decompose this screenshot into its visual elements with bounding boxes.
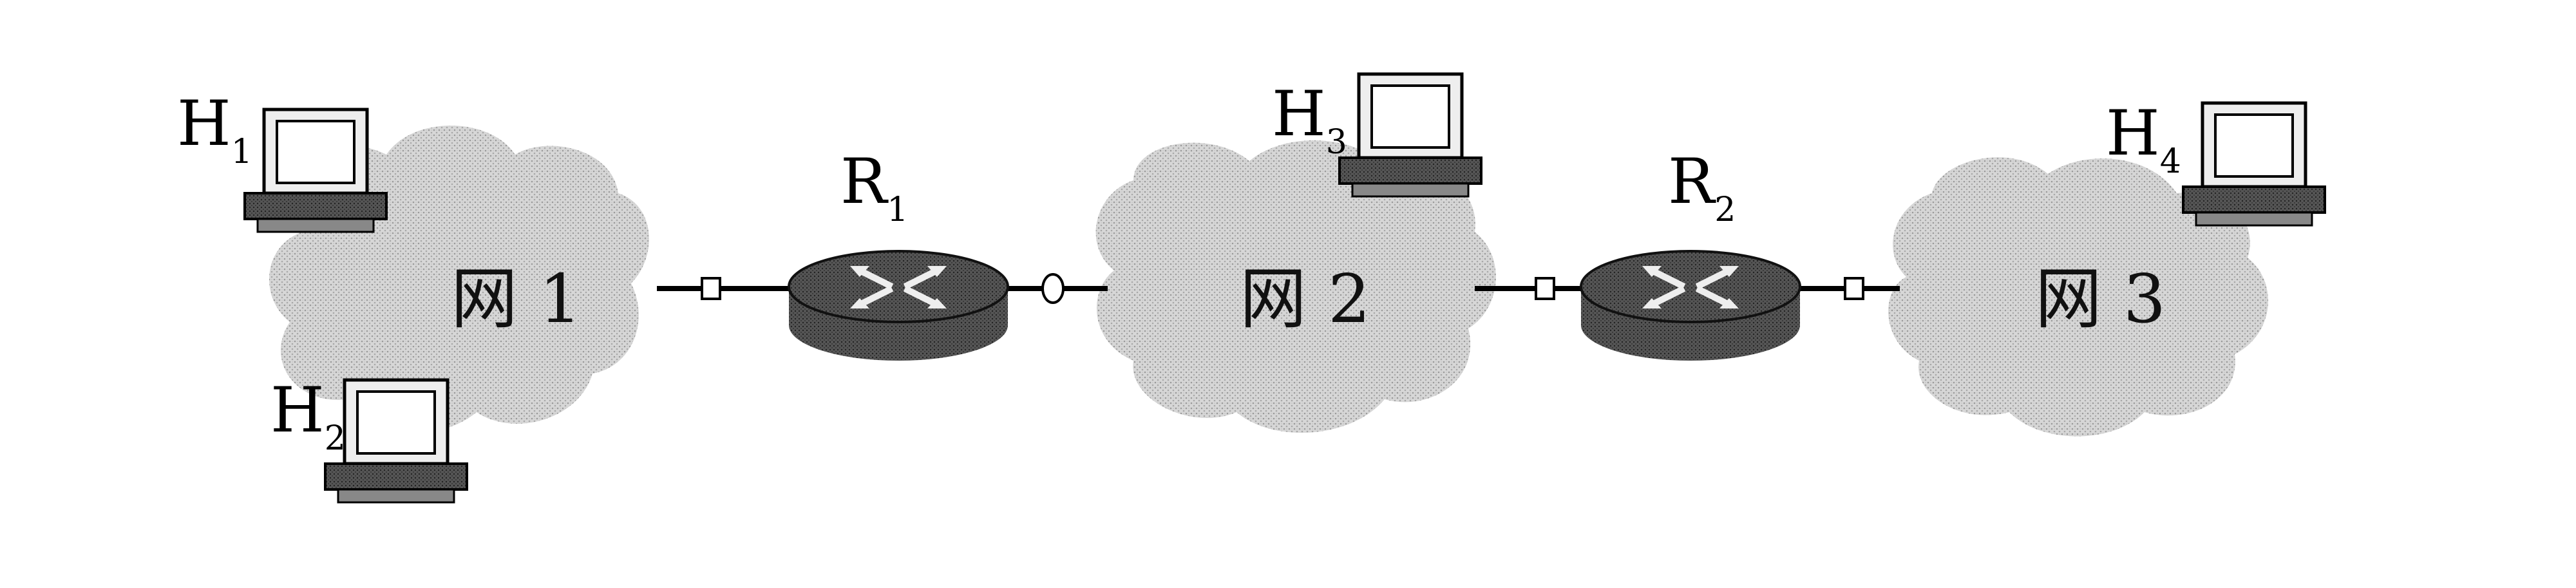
links [657, 273, 1900, 304]
router-arrows-icon [1642, 266, 1739, 308]
port-connector [1041, 273, 1065, 304]
router-r2 [1580, 250, 1801, 361]
network-cloud-2 [1095, 140, 1496, 433]
host-h3-computer-icon [1338, 72, 1482, 198]
network-label-3: 网 3 [2035, 260, 2166, 338]
host-h2-computer-icon [324, 378, 468, 504]
router-arrows-icon [850, 266, 947, 308]
host-label-h4: H4 [2106, 97, 2181, 181]
host-h4-computer-icon [2182, 101, 2326, 227]
port-connector [1535, 277, 1555, 300]
host-label-h1: H1 [177, 88, 252, 171]
router-r1 [788, 250, 1009, 361]
host-label-h2: H2 [270, 374, 346, 458]
port-connector [1844, 277, 1864, 300]
network-label-2: 网 2 [1240, 260, 1370, 338]
port-connector [701, 277, 721, 300]
router-label-r1: R1 [840, 146, 908, 229]
host-label-h3: H3 [1272, 78, 1347, 162]
host-h1-computer-icon [243, 108, 388, 233]
network-cloud-3 [1888, 157, 2269, 437]
router-label-r2: R2 [1668, 146, 1736, 229]
network-label-1: 网 1 [451, 260, 582, 338]
